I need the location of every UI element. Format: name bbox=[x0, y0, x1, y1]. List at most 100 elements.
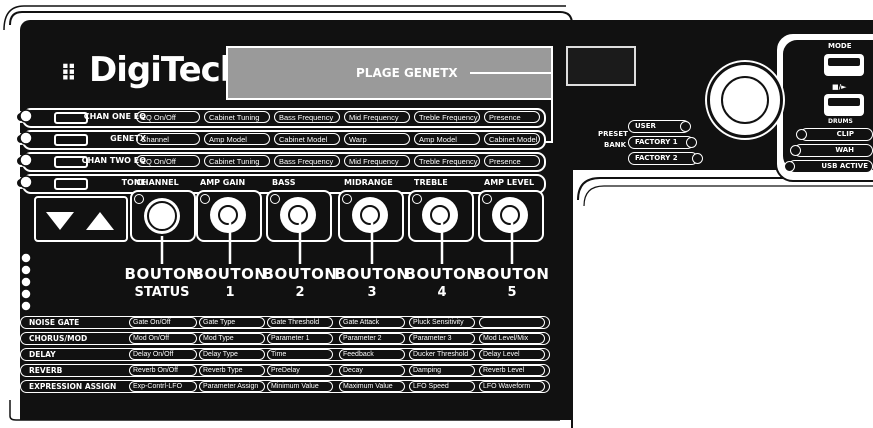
lower-cell: Mod Level/Mix bbox=[479, 333, 545, 344]
row-cell: Presence bbox=[484, 111, 540, 123]
row-genetx: GENETX Channel Amp Model Cabinet Model W… bbox=[15, 130, 546, 150]
row-cell: Bass Frequency bbox=[274, 155, 340, 167]
row-label: CHAN ONE EQ bbox=[83, 112, 146, 121]
lower-cell: Feedback bbox=[339, 349, 405, 360]
row-select-button[interactable] bbox=[54, 112, 88, 124]
triangle-down-icon[interactable] bbox=[46, 212, 74, 230]
lower-cell: Gate Type bbox=[199, 317, 265, 328]
main-dial[interactable] bbox=[707, 62, 783, 138]
row-select-button[interactable] bbox=[54, 178, 88, 190]
led-usb bbox=[784, 161, 795, 172]
callout-status-sub: STATUS bbox=[134, 285, 190, 300]
lower-cell: Parameter Assign bbox=[199, 381, 265, 392]
lower-cell: LFO Speed bbox=[409, 381, 475, 392]
knob-led bbox=[482, 194, 492, 204]
led-factory-1 bbox=[686, 137, 697, 148]
knob-box-5 bbox=[478, 190, 544, 242]
row-cell: EQ On/Off bbox=[136, 111, 200, 123]
mode-label: MODE bbox=[828, 42, 852, 50]
callout-5-sub: 5 bbox=[507, 285, 517, 300]
row-cell: Channel bbox=[136, 133, 200, 145]
lower-cell: PreDelay bbox=[267, 365, 333, 376]
led-wah bbox=[790, 145, 801, 156]
lower-row-chorus-mod: CHORUS/MOD Mod On/Off Mod Type Parameter… bbox=[20, 332, 550, 345]
callout-3-sub: 3 bbox=[367, 285, 377, 300]
led-user bbox=[680, 121, 691, 132]
row-cell: EQ On/Off bbox=[136, 155, 200, 167]
drums-label: DRUMS bbox=[828, 118, 853, 125]
lower-cell: Mod On/Off bbox=[129, 333, 197, 344]
row-cell: Bass Frequency bbox=[274, 111, 340, 123]
lower-cell: Exp-Contrl-LFO bbox=[129, 381, 197, 392]
callout-1-word: BOUTON bbox=[192, 265, 268, 283]
knob-3[interactable] bbox=[352, 197, 388, 233]
row-cell: Amp Model bbox=[414, 133, 480, 145]
knob-4[interactable] bbox=[422, 197, 458, 233]
led-clip bbox=[796, 129, 807, 140]
triangle-up-icon[interactable] bbox=[86, 212, 114, 230]
knob-2[interactable] bbox=[280, 197, 316, 233]
lower-row-label: NOISE GATE bbox=[29, 318, 80, 327]
knob-1[interactable] bbox=[210, 197, 246, 233]
lower-row-label: EXPRESSION ASSIGN bbox=[29, 382, 117, 391]
row-cell: Warp bbox=[344, 133, 410, 145]
row-cell: Cabinet Model bbox=[274, 133, 340, 145]
lower-cell: Minimum Value bbox=[267, 381, 333, 392]
header-bass: BASS bbox=[272, 178, 296, 187]
digitech-logo: ⠿ DigiTech bbox=[60, 50, 244, 90]
row-cell: Amp Model bbox=[204, 133, 270, 145]
header-amp-level: AMP LEVEL bbox=[484, 178, 535, 187]
callout-2-word: BOUTON bbox=[262, 265, 338, 283]
drums-button[interactable] bbox=[824, 94, 864, 116]
row-label: TONE bbox=[121, 178, 146, 187]
row-chan-one-eq: CHAN ONE EQ EQ On/Off Cabinet Tuning Bas… bbox=[15, 108, 546, 128]
lower-cell: Delay Type bbox=[199, 349, 265, 360]
knob-5[interactable] bbox=[492, 197, 528, 233]
row-cell: Treble Frequency bbox=[414, 155, 480, 167]
lower-cell: Ducker Threshold bbox=[409, 349, 475, 360]
preset-bank-label-1: PRESET bbox=[598, 130, 628, 138]
dial-inner-ring bbox=[721, 76, 769, 124]
row-label: GENETX bbox=[110, 134, 146, 143]
lower-row-label: DELAY bbox=[29, 350, 56, 359]
header-amp-gain: AMP GAIN bbox=[200, 178, 246, 187]
preset-lcd bbox=[566, 46, 636, 86]
callout-2-sub: 2 bbox=[295, 285, 305, 300]
lower-cell: Reverb Type bbox=[199, 365, 265, 376]
knob-led bbox=[270, 194, 280, 204]
lower-cell: Damping bbox=[409, 365, 475, 376]
knob-box-3 bbox=[338, 190, 404, 242]
led-factory-2 bbox=[692, 153, 703, 164]
row-select-button[interactable] bbox=[54, 156, 88, 168]
lower-cell: Gate Attack bbox=[339, 317, 405, 328]
callout-status-word: BOUTON bbox=[124, 265, 200, 283]
lower-cell: Mod Type bbox=[199, 333, 265, 344]
lower-cell: Parameter 2 bbox=[339, 333, 405, 344]
preset-bank-user[interactable]: USER bbox=[628, 120, 690, 133]
row-cell: Mid Frequency bbox=[344, 111, 410, 123]
knob-led bbox=[200, 194, 210, 204]
lower-row-label: REVERB bbox=[29, 366, 63, 375]
row-select-button[interactable] bbox=[54, 134, 88, 146]
lower-row-reverb: REVERB Reverb On/Off Reverb Type PreDela… bbox=[20, 364, 550, 377]
lower-cell: Reverb Level bbox=[479, 365, 545, 376]
lower-cell bbox=[479, 317, 545, 328]
callout-3-word: BOUTON bbox=[334, 265, 410, 283]
header-midrange: MIDRANGE bbox=[344, 178, 393, 187]
preset-bank-label-2: BANK bbox=[604, 141, 627, 149]
header-channel: CHANNEL bbox=[136, 178, 179, 187]
lower-cell: Decay bbox=[339, 365, 405, 376]
status-button[interactable] bbox=[144, 198, 180, 234]
row-cell: Presence bbox=[484, 155, 540, 167]
knob-box-4 bbox=[408, 190, 474, 242]
callout-1-sub: 1 bbox=[225, 285, 235, 300]
callout-4-sub: 4 bbox=[437, 285, 447, 300]
row-cell: Cabinet Model bbox=[484, 133, 540, 145]
lower-cell: Parameter 3 bbox=[409, 333, 475, 344]
lower-cell: Time bbox=[267, 349, 333, 360]
play-label: ■/► bbox=[832, 83, 847, 91]
mode-button[interactable] bbox=[824, 54, 864, 76]
knob-led bbox=[342, 194, 352, 204]
row-label: CHAN TWO EQ bbox=[81, 156, 146, 165]
knob-led bbox=[412, 194, 422, 204]
